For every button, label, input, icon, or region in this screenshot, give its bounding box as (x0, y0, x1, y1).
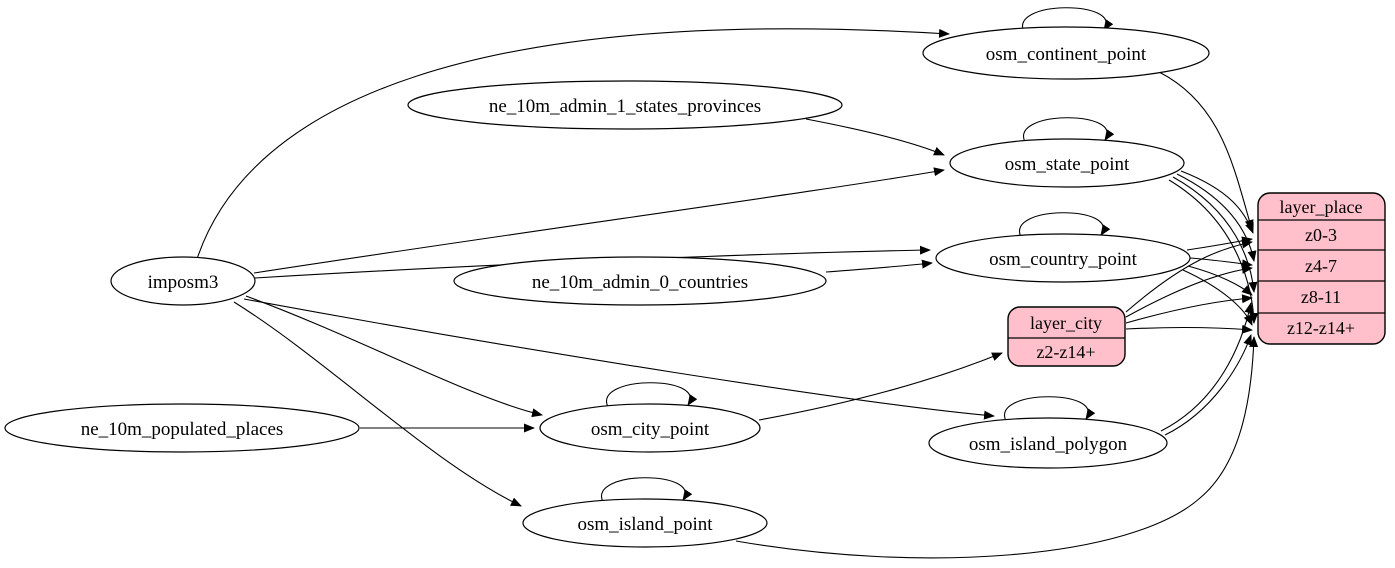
label-osm-country-point: osm_country_point (989, 249, 1137, 270)
label-osm-island-point: osm_island_point (577, 514, 713, 535)
record-title-layer-place: layer_place (1280, 197, 1363, 217)
edge-imposm3-to-osm-island-polygon (243, 298, 995, 420)
ellipse-osm-continent-point (922, 26, 1210, 80)
edge-layer-city-to-layer-place-z8-11 (1125, 294, 1253, 324)
label-ne-10m-admin-0-countries: ne_10m_admin_0_countries (532, 272, 748, 293)
ellipse-imposm3 (110, 256, 256, 306)
label-osm-state-point: osm_state_point (1005, 154, 1130, 175)
edge-layer-city-to-layer-place-z0-3 (1125, 239, 1253, 313)
node-osm-island-point: osm_island_point (522, 498, 768, 548)
label-osm-island-polygon: osm_island_polygon (969, 434, 1128, 455)
node-osm-island-polygon: osm_island_polygon (928, 417, 1168, 469)
record-rect-layer-city (1007, 306, 1126, 367)
edge-imposm3-to-osm-island-point (233, 301, 522, 507)
label-ne-10m-admin-1-states-provinces: ne_10m_admin_1_states_provinces (489, 96, 761, 117)
node-osm-country-point: osm_country_point (935, 233, 1191, 283)
ellipse-osm-city-point (539, 403, 761, 453)
edge-osm-country-point-to-layer-place-z4-7 (1189, 257, 1253, 269)
ellipse-osm-island-polygon (928, 417, 1168, 469)
ellipse-osm-state-point (949, 138, 1185, 188)
record-layer-place: layer_place z0-3 z4-7 z8-11 z12-z14+ (1257, 192, 1386, 345)
label-osm-city-point: osm_city_point (591, 419, 710, 440)
label-osm-continent-point: osm_continent_point (986, 44, 1147, 65)
edge-imposm3-to-osm-continent-point (196, 28, 950, 260)
record-rect-layer-place (1257, 192, 1386, 345)
edge-osm-city-point-to-layer-city-z2-z14 (758, 352, 1003, 421)
self-loop-osm-continent-point (1021, 7, 1114, 33)
edge-osm-country-point-to-layer-place-z12-z14 (1182, 269, 1253, 326)
self-loop-osm-country-point (1018, 212, 1111, 238)
edge-osm-state-point-to-layer-place-z4-7 (1176, 173, 1257, 262)
label-ne-10m-populated-places: ne_10m_populated_places (81, 419, 284, 440)
record-title-layer-city: layer_city (1030, 313, 1102, 333)
self-loop-osm-island-polygon (1003, 396, 1096, 422)
edge-osm-state-point-to-layer-place-z0-3 (1180, 170, 1254, 234)
node-osm-city-point: osm_city_point (539, 403, 761, 453)
ellipse-ne-10m-admin-1-states-provinces (407, 80, 843, 130)
edge-osm-island-polygon-to-layer-place-z12-z14 (1164, 334, 1252, 436)
edge-layer (196, 7, 1259, 559)
node-ne-10m-populated-places: ne_10m_populated_places (4, 403, 360, 453)
ellipse-ne-10m-admin-0-countries (453, 256, 827, 306)
node-ne-10m-admin-0-countries: ne_10m_admin_0_countries (453, 256, 827, 306)
edge-osm-country-point-to-layer-place-z8-11 (1187, 265, 1253, 296)
node-osm-continent-point: osm_continent_point (922, 26, 1210, 80)
ellipse-osm-country-point (935, 233, 1191, 283)
record-row-layer-place-z12-z14: z12-z14+ (1287, 318, 1355, 338)
record-layer-city: layer_city z2-z14+ (1007, 306, 1126, 367)
edge-osm-continent-point-to-layer-place-z0-3 (1158, 71, 1254, 231)
record-row-layer-place-z4-7: z4-7 (1305, 256, 1337, 276)
edge-imposm3-to-osm-state-point (253, 167, 945, 274)
self-loop-osm-island-point (600, 477, 693, 503)
ellipse-osm-island-point (522, 498, 768, 548)
node-imposm3: imposm3 (110, 256, 256, 306)
ellipse-ne-10m-populated-places (4, 403, 360, 453)
record-row-layer-place-z0-3: z0-3 (1305, 225, 1337, 245)
edge-layer-city-to-layer-place-z12-z14 (1125, 324, 1253, 334)
edge-osm-island-polygon-to-layer-place-z8-11 (1160, 302, 1254, 432)
edge-layer-city-to-layer-place-z4-7 (1125, 264, 1253, 318)
node-ne-10m-admin-1-states-provinces: ne_10m_admin_1_states_provinces (407, 80, 843, 130)
node-osm-state-point: osm_state_point (949, 138, 1185, 188)
edge-ne-10m-admin-0-countries-to-osm-country-point (825, 259, 933, 273)
edge-osm-state-point-to-layer-place-z8-11 (1172, 176, 1258, 293)
label-imposm3: imposm3 (148, 272, 219, 293)
self-loop-osm-city-point (605, 382, 698, 408)
record-row-layer-city-z2-z14: z2-z14+ (1036, 342, 1095, 362)
edge-osm-island-point-to-layer-place-z12-z14 (735, 336, 1259, 559)
edge-imposm3-to-osm-city-point (245, 295, 543, 418)
self-loop-osm-state-point (1022, 117, 1115, 143)
record-row-layer-place-z8-11: z8-11 (1301, 287, 1341, 307)
edge-ne-10m-admin-1-states-provinces-to-osm-state-point (805, 118, 945, 156)
